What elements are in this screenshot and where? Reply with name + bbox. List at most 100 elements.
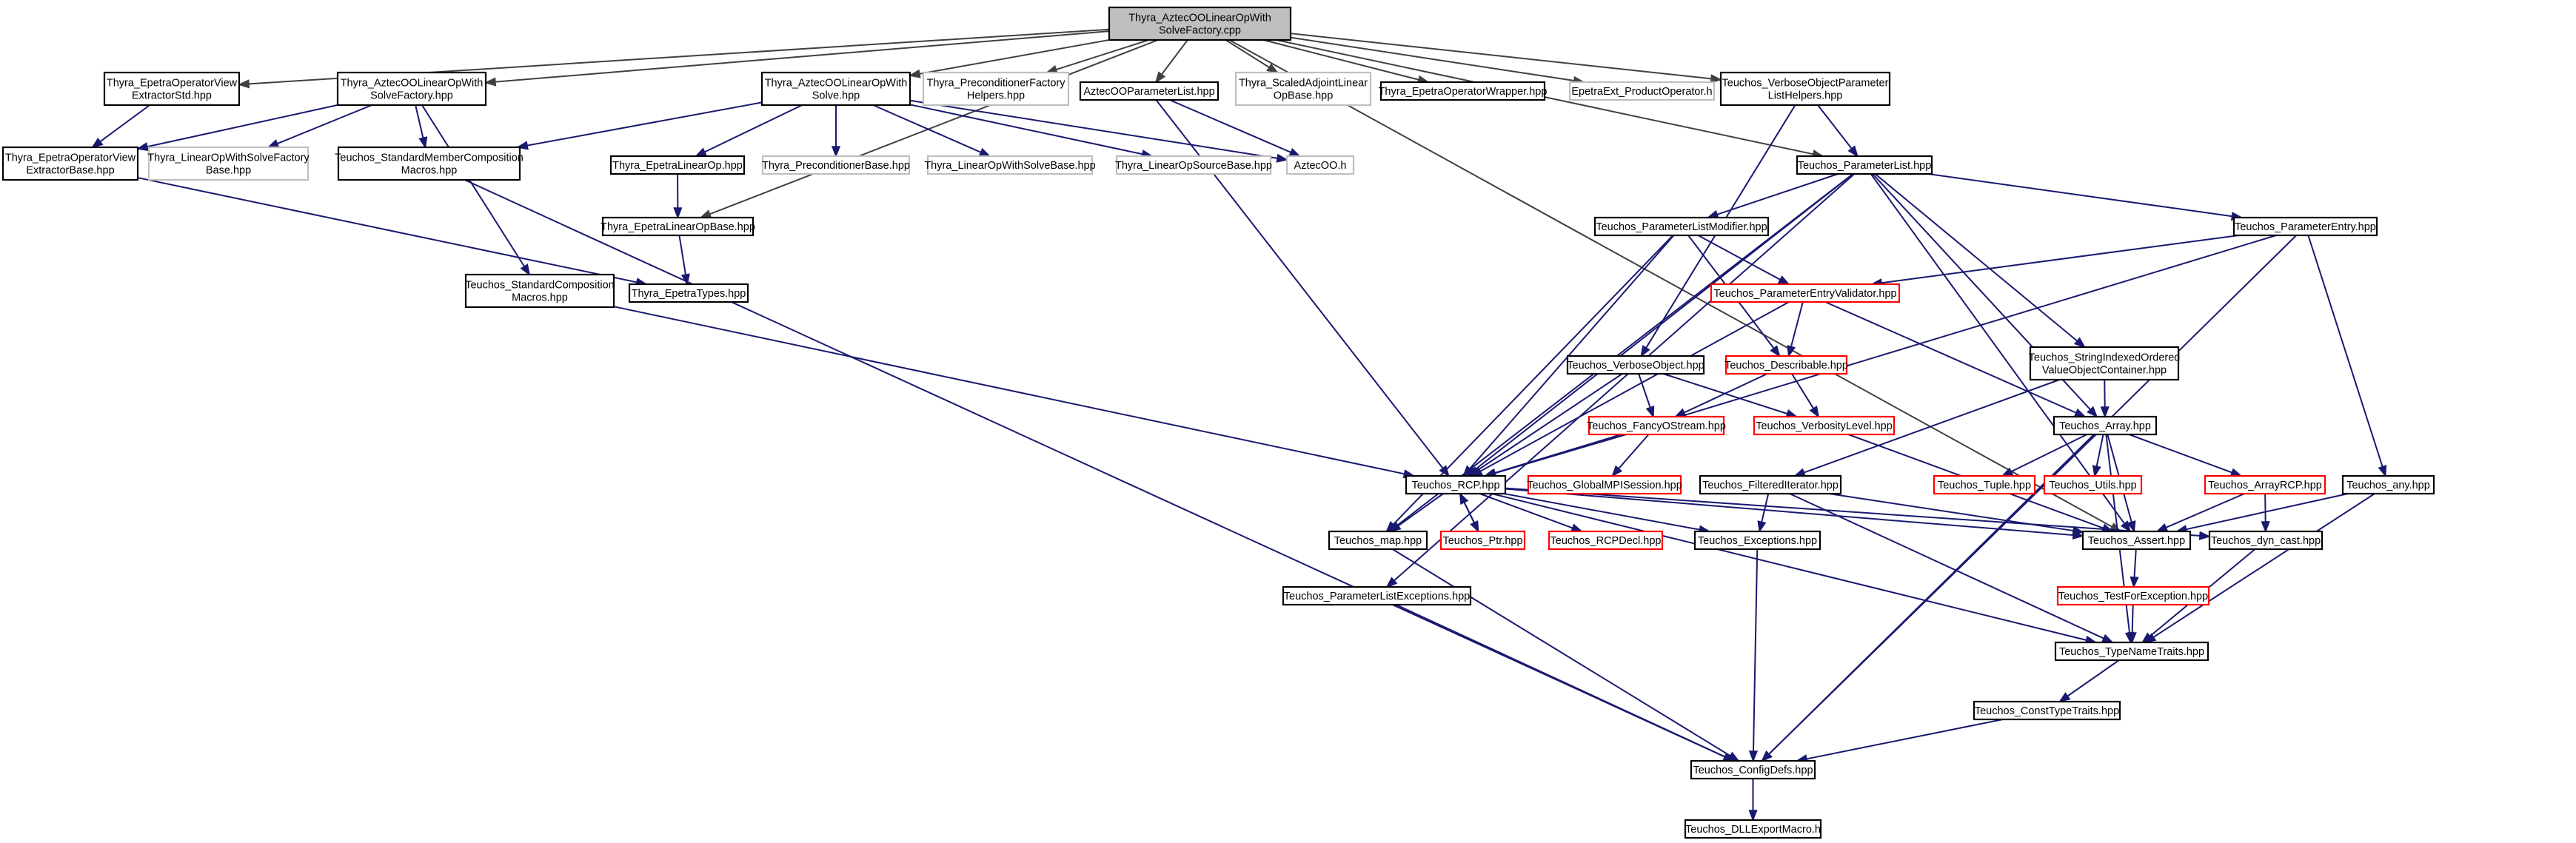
node-box [922,71,1070,107]
node-label: Thyra_EpetraLinearOpBase.hpp [600,221,755,233]
node-utils[interactable]: Teuchos_Utils.hpp [2043,474,2143,495]
node-box [1079,81,1220,101]
node-aztec-factory-hpp[interactable]: Thyra_AztecOOLinearOpWithSolveFactory.hp… [336,71,487,107]
node-epetra-op-wrapper[interactable]: Thyra_EpetraOperatorWrapper.hpp [1379,81,1548,101]
node-box [609,155,746,175]
node-param-list[interactable]: Teuchos_ParameterList.hpp [1796,155,1933,175]
node-param-entry-validator[interactable]: Teuchos_ParameterEntryValidator.hpp [1710,283,1901,303]
node-box [1933,474,2036,495]
node-epetra-linear-op[interactable]: Thyra_EpetraLinearOp.hpp [609,155,746,175]
node-box [1693,530,1821,551]
node-label: Teuchos_FancyOStream.hpp [1587,420,1726,432]
node-label: Teuchos_ParameterListExceptions.hpp [1284,591,1470,602]
node-epetra-types[interactable]: Thyra_EpetraTypes.hpp [628,283,749,303]
edge-root-to-epetra_lo_base [709,39,1159,215]
node-box [1753,415,1896,436]
node-box [1588,415,1725,436]
edge-param_list_modifier-to-param_entry_validator [1697,235,1781,281]
node-label: Teuchos_ArrayRCP.hpp [2208,480,2322,491]
edge-param_entry-to-any [2307,235,2383,467]
arrowhead-lows_base [978,147,991,157]
node-test-for-exception[interactable]: Teuchos_TestForException.hpp [2056,585,2210,606]
node-label: Helpers.hpp [967,90,1025,102]
node-epetra-lo-base[interactable]: Thyra_EpetraLinearOpBase.hpp [600,216,755,237]
node-type-name-traits[interactable]: Teuchos_TypeNameTraits.hpp [2054,641,2209,662]
node-verbosity-level[interactable]: Teuchos_VerbosityLevel.hpp [1753,415,1896,436]
edge-ptr-to-rcp [1463,502,1479,532]
node-array-rcp[interactable]: Teuchos_ArrayRCP.hpp [2204,474,2326,495]
node-epetraext-product: EpetraExt_ProductOperator.h [1568,81,1716,101]
node-param-list-exceptions[interactable]: Teuchos_ParameterListExceptions.hpp [1282,585,1472,606]
arrowhead-epetra_linear_op [695,147,707,157]
edge-aztec_solve_hpp-to-lo_source_base [909,104,1143,155]
edge-root-to-epetraext_product [1290,36,1575,82]
node-box [1973,700,2121,721]
edge-param_list-to-param_list_modifier [1716,173,1839,215]
node-any[interactable]: Teuchos_any.hpp [2341,474,2435,495]
node-box [1,146,139,181]
edge-aztec_solve_hpp-to-lows_base [872,104,982,153]
node-fancy-ostream[interactable]: Teuchos_FancyOStream.hpp [1587,415,1726,436]
node-aztec-param-list[interactable]: AztecOOParameterList.hpp [1079,81,1220,101]
edge-root-to-aztec_solve_hpp [919,38,1110,75]
node-param-list-modifier[interactable]: Teuchos_ParameterListModifier.hpp [1593,216,1770,237]
node-exceptions[interactable]: Teuchos_Exceptions.hpp [1693,530,1821,551]
arrowhead-assert [2155,523,2169,532]
node-box [1568,81,1716,101]
node-box [1724,355,1848,375]
node-std-member-comp[interactable]: Teuchos_StandardMemberCompositionMacros.… [335,146,523,181]
arrowhead-dyn_cast [2261,521,2270,534]
node-verbose-object[interactable]: Teuchos_VerboseObject.hpp [1566,355,1705,375]
node-dll-export[interactable]: Teuchos_DLLExportMacro.h [1684,819,1822,839]
node-box [464,273,615,309]
node-ptr[interactable]: Teuchos_Ptr.hpp [1439,530,1526,551]
node-root[interactable]: Thyra_AztecOOLinearOpWithSolveFactory.cp… [1108,6,1292,41]
node-epetra-op-view-base[interactable]: Thyra_EpetraOperatorViewExtractorBase.hp… [1,146,139,181]
arrowhead-verbosity_level [1809,406,1820,418]
node-tuple[interactable]: Teuchos_Tuple.hpp [1933,474,2036,495]
node-map[interactable]: Teuchos_map.hpp [1328,530,1428,551]
node-filtered-iter[interactable]: Teuchos_FilteredIterator.hpp [1699,474,1842,495]
node-rcp[interactable]: Teuchos_RCP.hpp [1405,474,1507,495]
edge-param_list-to-string_indexed [1874,173,2078,342]
arrowhead-epetra_types [680,273,690,286]
arrowhead-param_list_exceptions [1385,577,1398,588]
node-label: Teuchos_Array.hpp [2059,420,2151,432]
node-global-mpi[interactable]: Teuchos_GlobalMPISession.hpp [1527,474,1682,495]
arrowhead-epetra_lo_base [673,207,683,220]
edge-param_entry_validator-to-describable [1790,301,1804,347]
node-box [2053,415,2158,436]
edge-string_indexed-to-filtered_iter [1803,379,2060,474]
node-const-type-traits[interactable]: Teuchos_ConstTypeTraits.hpp [1973,700,2121,721]
node-box [1439,530,1526,551]
node-dyn-cast[interactable]: Teuchos_dyn_cast.hpp [2208,530,2324,551]
edge-any-to-assert [2186,493,2349,531]
node-string-indexed[interactable]: Teuchos_StringIndexedOrderedValueObjectC… [2029,346,2181,381]
node-config-defs[interactable]: Teuchos_ConfigDefs.hpp [1690,759,1816,780]
edge-aztec_solve_hpp-to-aztecoo_h [909,99,1278,159]
node-label: Teuchos_RCP.hpp [1411,480,1499,491]
arrowhead-verbose_object [1640,345,1650,357]
node-box [2232,216,2378,237]
edge-epetra_lo_base-to-epetra_types [678,235,686,275]
node-describable[interactable]: Teuchos_Describable.hpp [1724,355,1848,375]
node-assert[interactable]: Teuchos_Assert.hpp [2081,530,2192,551]
node-label: Teuchos_RCPDecl.hpp [1550,535,1662,547]
arrowhead-type_name_traits [2141,632,2153,644]
node-rcp-decl[interactable]: Teuchos_RCPDecl.hpp [1548,530,1664,551]
node-param-entry[interactable]: Teuchos_ParameterEntry.hpp [2232,216,2378,237]
node-verbose-obj-helpers[interactable]: Teuchos_VerboseObjectParameterListHelper… [1719,71,1891,107]
node-label: Teuchos_DLLExportMacro.h [1685,824,1821,836]
arrowhead-epetra_op_view_base [136,142,149,152]
arrowhead-param_list [1847,145,1859,158]
edge-array_rcp-to-dyn_cast [2264,493,2266,523]
node-box [1108,6,1292,41]
node-box [147,146,310,181]
node-label: Teuchos_VerbosityLevel.hpp [1756,420,1893,432]
node-label: AztecOO.h [1294,160,1347,172]
node-label: Thyra_EpetraOperatorView [107,78,238,90]
node-array[interactable]: Teuchos_Array.hpp [2053,415,2158,436]
